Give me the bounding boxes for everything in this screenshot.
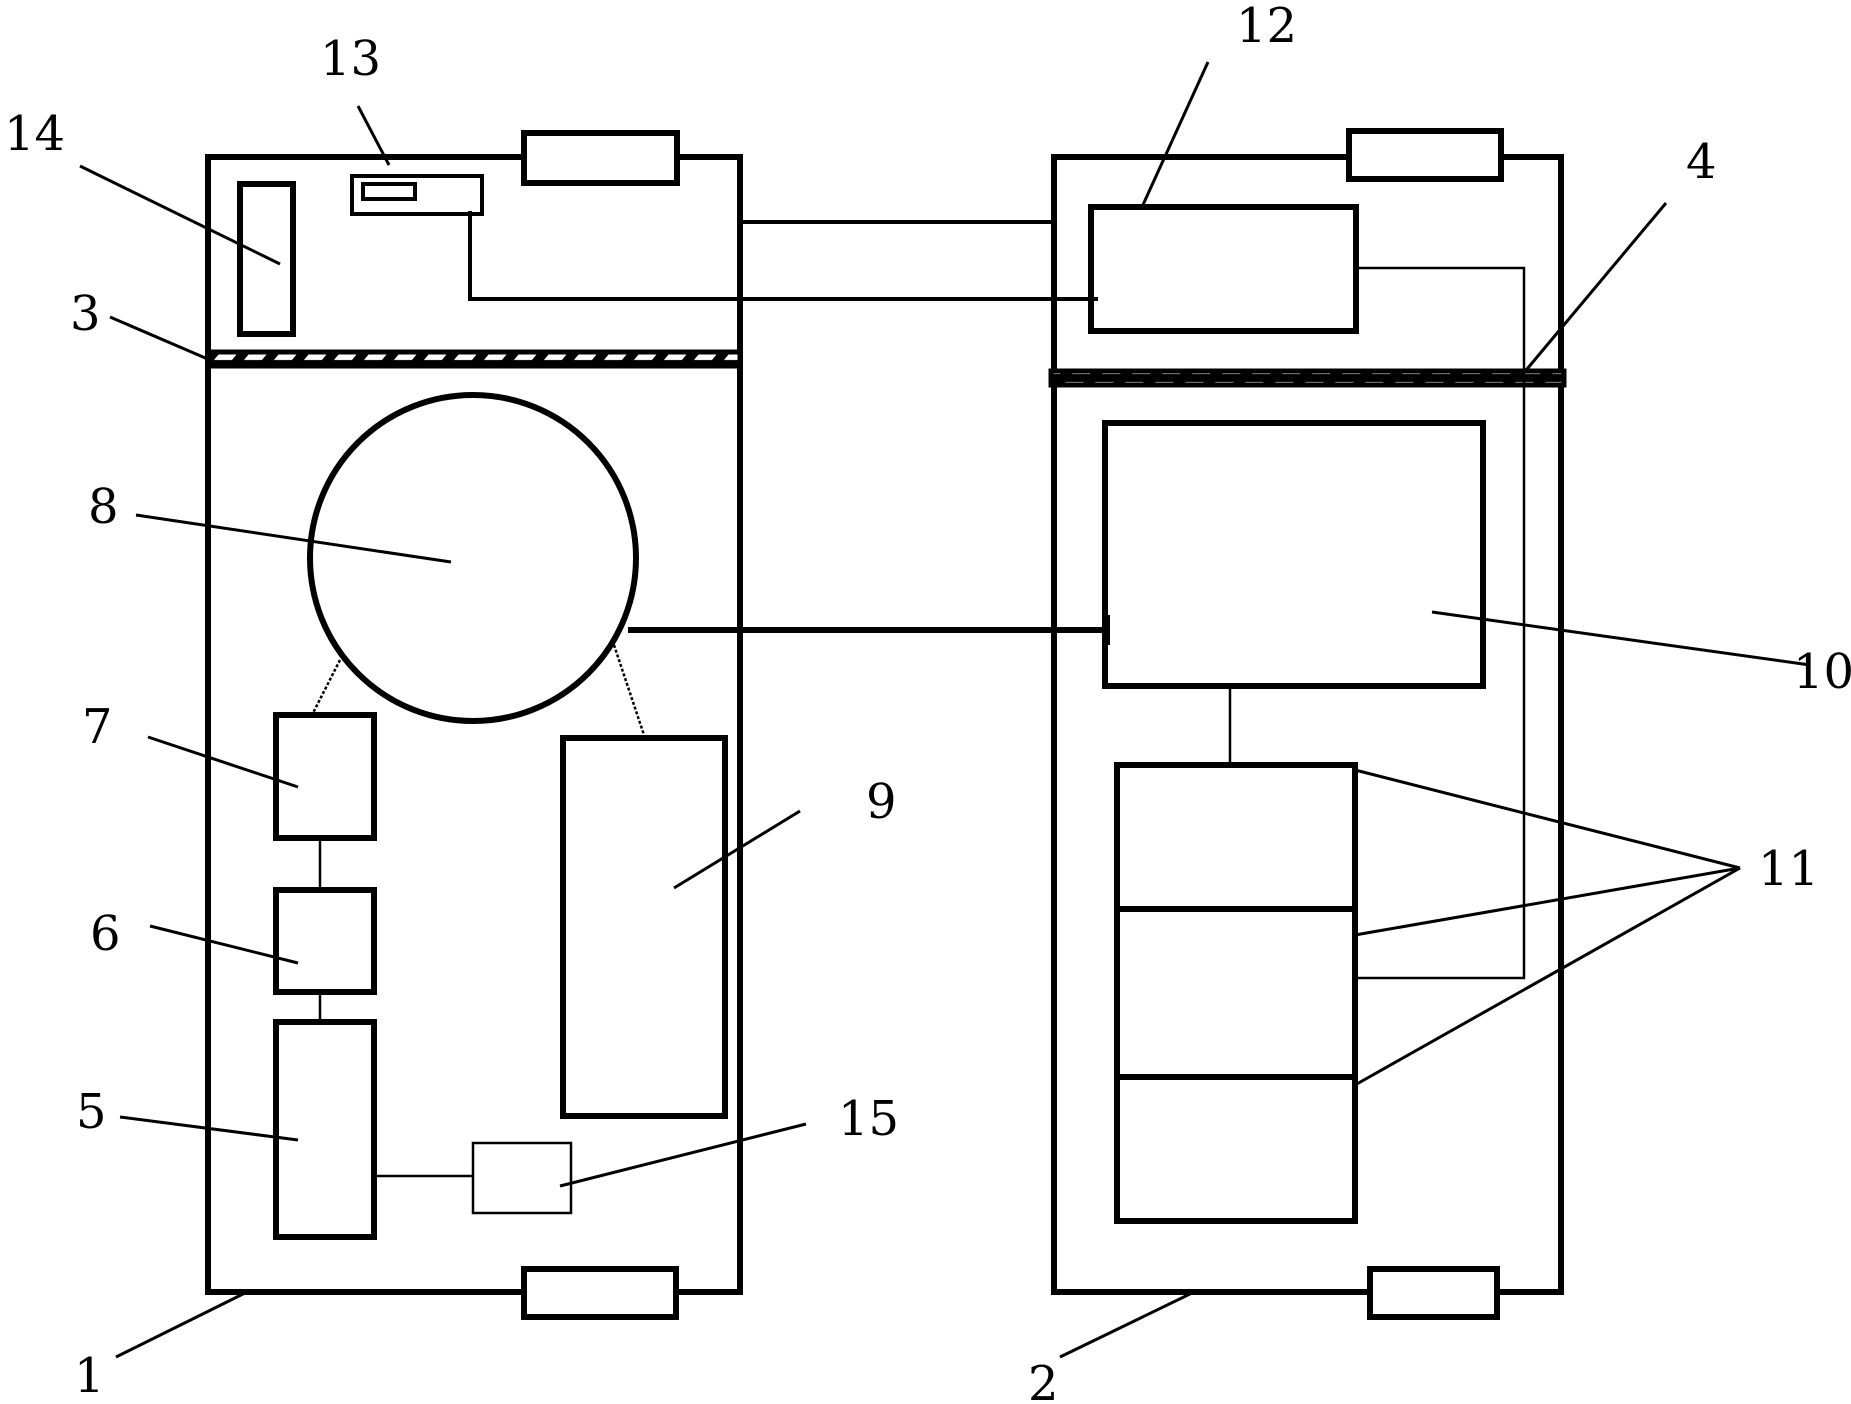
leader-10 xyxy=(1431,610,1811,667)
component-7 xyxy=(273,712,377,841)
unit-2-bottom-handle xyxy=(1367,1266,1500,1320)
label-1: 1 xyxy=(74,1348,105,1404)
leader-11-b xyxy=(1354,866,1741,937)
leader-lines xyxy=(79,61,1811,1359)
component-12 xyxy=(1088,204,1359,334)
leader-14 xyxy=(79,164,281,266)
unit-1-body xyxy=(205,154,743,1295)
leader-4 xyxy=(1520,202,1668,376)
leader-9 xyxy=(673,809,801,890)
leader-11-c xyxy=(1354,866,1741,1087)
component-11-top xyxy=(1114,762,1358,912)
component-15 xyxy=(471,1141,573,1215)
component-9 xyxy=(560,735,728,1119)
label-2: 2 xyxy=(1028,1356,1059,1404)
unit-1-top-handle xyxy=(521,130,680,186)
label-14: 14 xyxy=(4,106,65,162)
label-11: 11 xyxy=(1758,841,1819,897)
partition-3 xyxy=(205,349,743,369)
label-8: 8 xyxy=(88,479,119,535)
label-6: 6 xyxy=(90,906,121,962)
component-13-housing xyxy=(350,174,484,216)
leader-5 xyxy=(119,1115,299,1142)
wire-12-11 xyxy=(1355,266,1526,980)
leader-8 xyxy=(135,513,452,564)
label-10: 10 xyxy=(1793,644,1851,700)
leader-3 xyxy=(109,315,211,362)
component-8-circle xyxy=(307,392,639,724)
label-13: 13 xyxy=(320,31,381,87)
unit-2-top-handle xyxy=(1346,128,1504,182)
leader-15 xyxy=(559,1122,807,1188)
component-14 xyxy=(237,181,296,337)
component-5 xyxy=(273,1019,377,1240)
wire-8-9 xyxy=(612,644,647,739)
unit-2-body xyxy=(1051,154,1564,1295)
label-5: 5 xyxy=(76,1084,107,1140)
component-11-bottom xyxy=(1114,1074,1358,1224)
label-15: 15 xyxy=(838,1091,899,1147)
label-7: 7 xyxy=(82,699,113,755)
leader-2 xyxy=(1059,1291,1193,1359)
unit-2 xyxy=(1048,128,1567,1320)
leader-11-a xyxy=(1354,768,1741,870)
unit-1-bottom-handle xyxy=(521,1266,679,1320)
component-13-inner xyxy=(361,182,417,201)
label-3: 3 xyxy=(70,286,101,342)
label-9: 9 xyxy=(866,774,897,830)
leader-12 xyxy=(1140,61,1210,208)
leader-6 xyxy=(149,924,299,965)
leader-7 xyxy=(147,735,299,789)
component-10 xyxy=(1102,420,1486,689)
component-6 xyxy=(273,887,377,995)
label-4: 4 xyxy=(1686,134,1717,190)
unit-1 xyxy=(205,130,743,1320)
leader-1 xyxy=(115,1291,246,1359)
cable-13-12 xyxy=(468,211,1098,301)
partition-4 xyxy=(1048,368,1567,388)
wire-8-7 xyxy=(310,659,342,716)
leader-13 xyxy=(356,105,391,166)
labels: 1 2 3 4 5 6 7 8 9 10 11 12 13 14 15 xyxy=(4,0,1851,1404)
component-11-middle xyxy=(1114,906,1358,1080)
label-12: 12 xyxy=(1236,0,1297,54)
